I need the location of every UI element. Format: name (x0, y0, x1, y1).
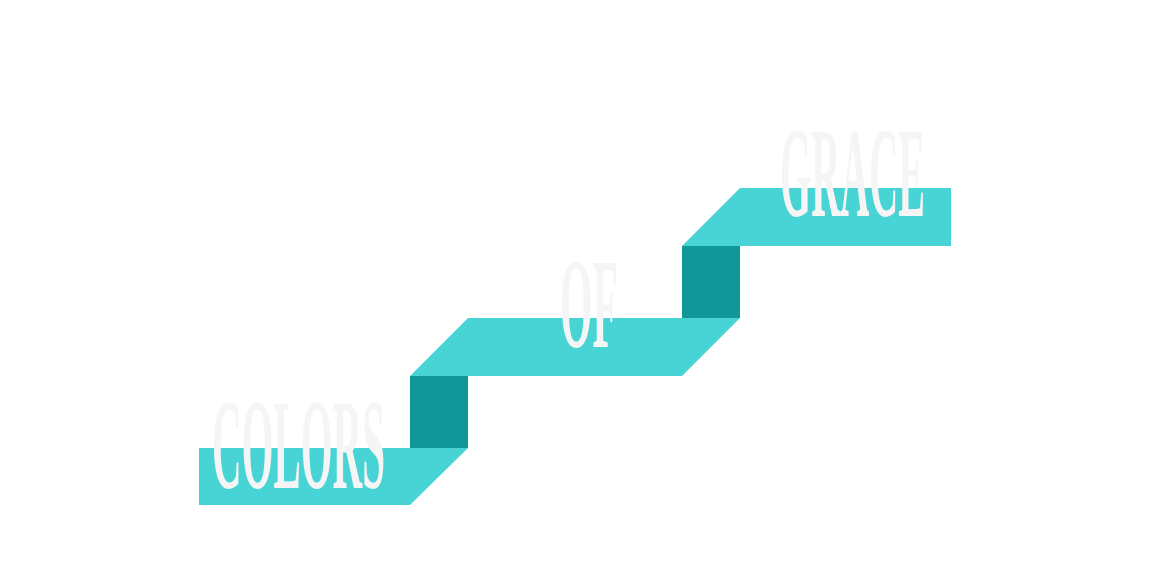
ribbon-band-1 (199, 448, 468, 505)
logo-word-grace: GRACE (780, 102, 925, 244)
ribbon-band-2 (410, 318, 740, 376)
ribbon-band-3 (682, 188, 951, 246)
logo-word-colors: COLORS (212, 374, 385, 516)
ribbon-fold-1 (410, 376, 468, 448)
ribbon-fold-2 (682, 246, 740, 318)
logo-word-of: OF (560, 233, 618, 375)
